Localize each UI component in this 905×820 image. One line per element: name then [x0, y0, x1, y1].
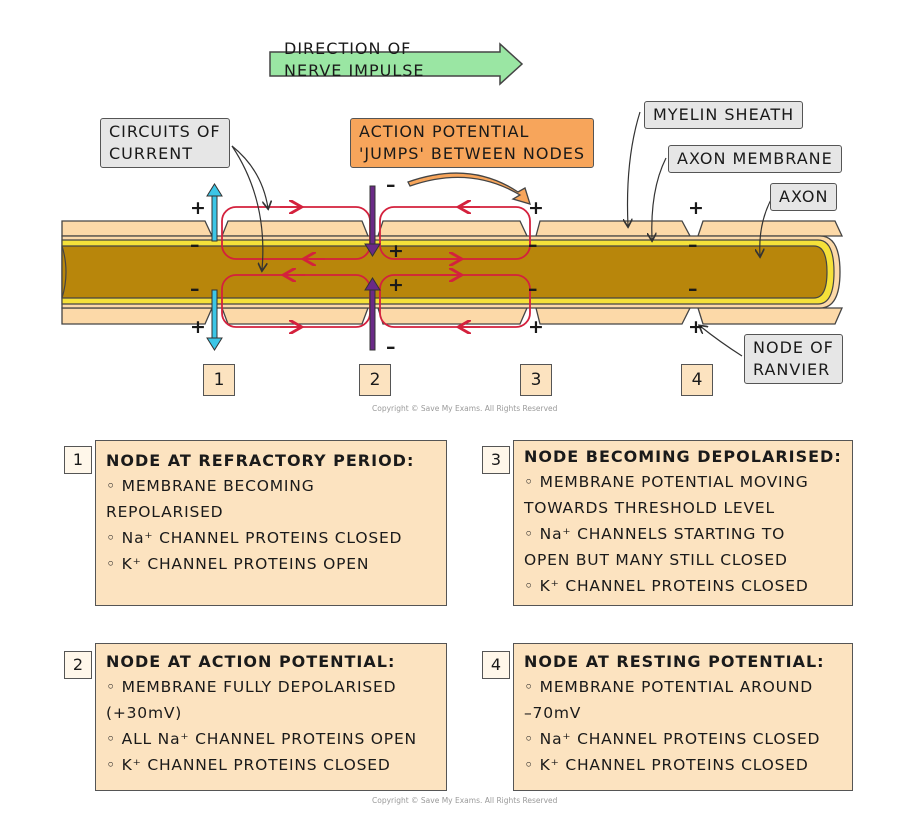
- sodium-influx-arrows: [364, 185, 381, 351]
- card-point: –70mV: [524, 704, 582, 722]
- card-point: ◦ MEMBRANE BECOMING: [106, 477, 315, 495]
- card-point: ◦ MEMBRANE FULLY DEPOLARISED: [106, 678, 397, 696]
- card-point: ◦ K⁺ CHANNEL PROTEINS CLOSED: [106, 756, 391, 774]
- card-point: ◦ K⁺ CHANNEL PROTEINS CLOSED: [524, 756, 809, 774]
- node-number: 2: [359, 364, 391, 396]
- card-number: 3: [482, 446, 510, 474]
- card-point: (+30mV): [106, 704, 183, 722]
- card-point: ◦ MEMBRANE POTENTIAL AROUND: [524, 678, 813, 696]
- plus-sign: +: [190, 316, 206, 338]
- minus-sign: –: [190, 278, 200, 300]
- minus-sign: –: [386, 336, 396, 358]
- plus-sign: +: [190, 197, 206, 219]
- plus-sign: +: [528, 197, 544, 219]
- leader-lines: [231, 111, 774, 357]
- circuits-line2: CURRENT: [109, 144, 193, 163]
- action-potential-label: ACTION POTENTIAL 'JUMPS' BETWEEN NODES: [350, 118, 595, 168]
- minus-sign: –: [688, 278, 698, 300]
- action-line2: 'JUMPS' BETWEEN NODES: [359, 144, 586, 163]
- card-number: 1: [64, 446, 92, 474]
- copyright-bottom: Copyright © Save My Exams. All Rights Re…: [372, 796, 558, 805]
- card-point: OPEN BUT MANY STILL CLOSED: [524, 551, 788, 569]
- plus-sign: +: [688, 316, 704, 338]
- axon-label: AXON: [770, 183, 838, 211]
- action-line1: ACTION POTENTIAL: [359, 122, 530, 141]
- card-depolarising: NODE BECOMING DEPOLARISED: ◦ MEMBRANE PO…: [513, 440, 853, 606]
- circuits-of-current-label: CIRCUITS OF CURRENT: [100, 118, 230, 168]
- card-title: NODE AT REFRACTORY PERIOD:: [106, 451, 415, 470]
- minus-sign: –: [528, 234, 538, 256]
- node-number: 3: [520, 364, 552, 396]
- card-point: ◦ ALL Na⁺ CHANNEL PROTEINS OPEN: [106, 730, 417, 748]
- plus-sign: +: [688, 197, 704, 219]
- circuits-line1: CIRCUITS OF: [109, 122, 221, 141]
- direction-arrow: [269, 42, 524, 86]
- node-number: 1: [203, 364, 235, 396]
- card-action-potential: NODE AT ACTION POTENTIAL: ◦ MEMBRANE FUL…: [95, 643, 447, 791]
- card-point: ◦ MEMBRANE POTENTIAL MOVING: [524, 473, 809, 491]
- card-point: ◦ Na⁺ CHANNELS STARTING TO: [524, 525, 786, 543]
- card-number: 4: [482, 651, 510, 679]
- myelin-sheath-label: MYELIN SHEATH: [644, 101, 804, 129]
- card-resting-potential: NODE AT RESTING POTENTIAL: ◦ MEMBRANE PO…: [513, 643, 853, 791]
- myelin-sheath-lower: [61, 307, 843, 325]
- copyright-top: Copyright © Save My Exams. All Rights Re…: [372, 404, 558, 413]
- plus-sign: +: [528, 316, 544, 338]
- minus-sign: –: [688, 234, 698, 256]
- direction-line1: DIRECTION OF: [284, 39, 412, 58]
- card-title: NODE BECOMING DEPOLARISED:: [524, 447, 842, 466]
- card-number: 2: [64, 651, 92, 679]
- card-point: ◦ K⁺ CHANNEL PROTEINS CLOSED: [524, 577, 809, 595]
- minus-sign: –: [190, 234, 200, 256]
- jump-arrow: [407, 172, 531, 205]
- card-point: TOWARDS THRESHOLD LEVEL: [524, 499, 775, 517]
- minus-sign: –: [528, 278, 538, 300]
- minus-sign: –: [386, 174, 396, 196]
- card-point: ◦ K⁺ CHANNEL PROTEINS OPEN: [106, 555, 370, 573]
- direction-line2: NERVE IMPULSE: [284, 61, 425, 80]
- card-point: ◦ Na⁺ CHANNEL PROTEINS CLOSED: [524, 730, 821, 748]
- node-number: 4: [681, 364, 713, 396]
- plus-sign: +: [388, 274, 404, 296]
- myelin-sheath-upper: [61, 220, 844, 237]
- card-point: ◦ Na⁺ CHANNEL PROTEINS CLOSED: [106, 529, 403, 547]
- potassium-efflux-arrows: [206, 183, 223, 351]
- plus-sign: +: [388, 240, 404, 262]
- node-of-ranvier-label: NODE OF RANVIER: [744, 334, 843, 384]
- card-title: NODE AT RESTING POTENTIAL:: [524, 652, 825, 671]
- card-title: NODE AT ACTION POTENTIAL:: [106, 652, 396, 671]
- card-point: REPOLARISED: [106, 503, 224, 521]
- axon-diagram: [61, 42, 844, 357]
- direction-label: DIRECTION OF NERVE IMPULSE: [284, 38, 425, 82]
- axon-membrane-label: AXON MEMBRANE: [668, 145, 842, 173]
- node-line1: NODE OF: [753, 338, 834, 357]
- axon-body: [61, 235, 841, 309]
- node-line2: RANVIER: [753, 360, 831, 379]
- card-refractory: NODE AT REFRACTORY PERIOD: ◦ MEMBRANE BE…: [95, 440, 447, 606]
